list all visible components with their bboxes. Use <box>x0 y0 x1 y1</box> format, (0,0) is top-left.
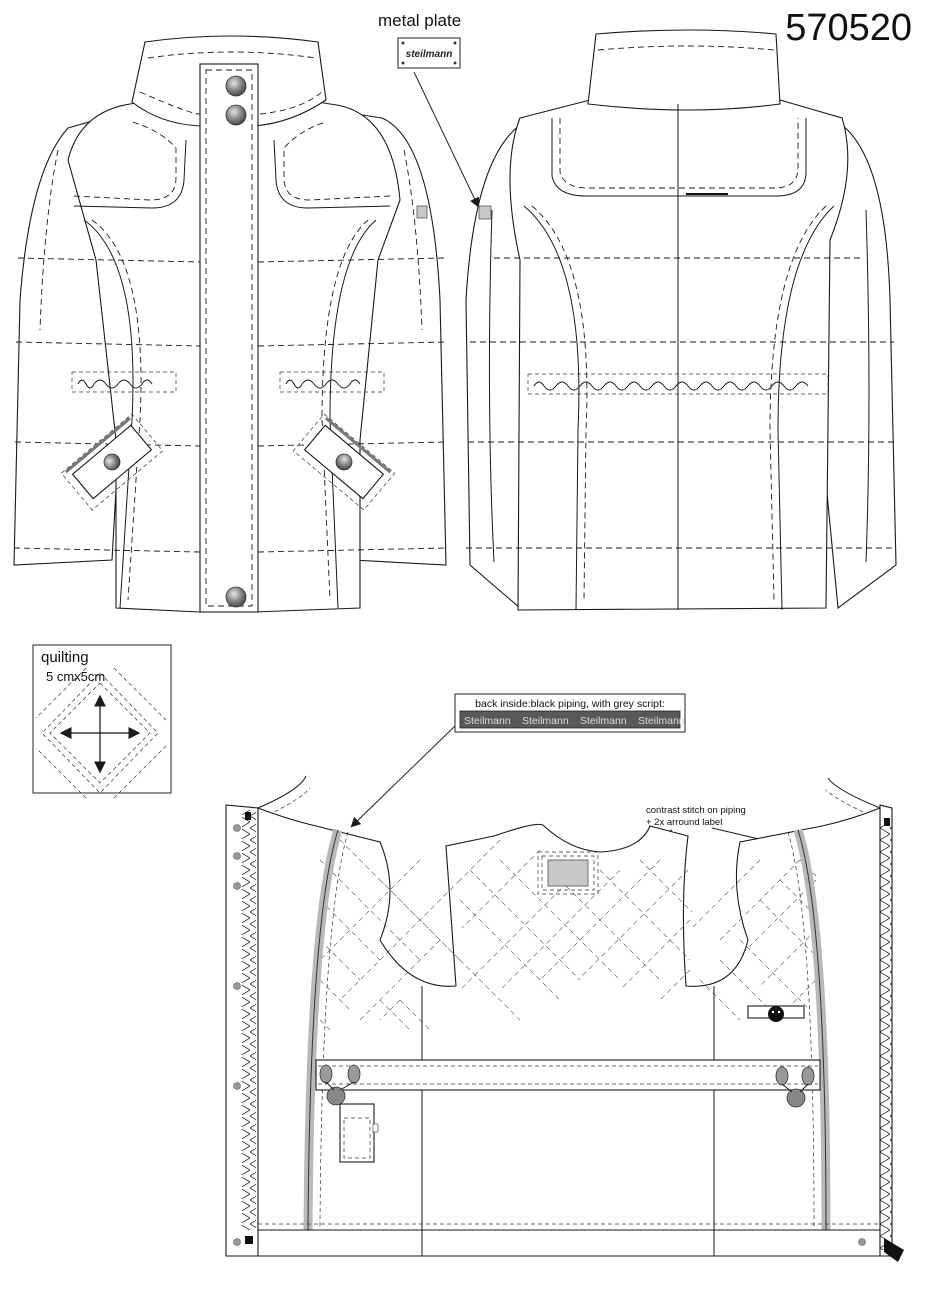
style-number: 570520 <box>785 7 912 49</box>
quilting-title: quilting <box>41 649 89 666</box>
right-cord-stopper <box>775 1066 815 1108</box>
piping-script-2: Steilmann <box>522 715 569 727</box>
inside-view-jacket <box>225 775 904 1262</box>
quilting-size: 5 cmx5cm <box>46 669 105 684</box>
piping-script-4: Steilmann <box>638 715 685 727</box>
front-left-pocket-flap <box>60 413 164 511</box>
front-sleeve-metal-plate <box>416 205 428 219</box>
front-view-jacket <box>13 35 447 613</box>
metal-plate-label: metal plate <box>378 11 461 30</box>
inside-brand-label <box>547 859 589 887</box>
back-view-jacket <box>465 29 897 611</box>
piping-script-3: Steilmann <box>580 715 627 727</box>
quilting-detail-box: quilting 5 cmx5cm <box>32 644 172 799</box>
piping-swatch <box>459 710 681 729</box>
front-snap-button-top <box>225 75 247 97</box>
piping-caption: back inside:black piping, with grey scri… <box>475 698 665 710</box>
metal-plate-callout: metal plate steilmann <box>378 11 480 208</box>
left-cord-stopper <box>319 1064 361 1106</box>
contrast-stitch-line1: contrast stitch on piping <box>646 805 746 816</box>
front-snap-button-hem <box>225 586 247 608</box>
hanger-button <box>768 1006 784 1022</box>
front-right-pocket-flap <box>292 413 396 511</box>
piping-callout: back inside:black piping, with grey scri… <box>350 693 686 828</box>
back-sleeve-metal-plate <box>478 205 492 220</box>
piping-script-1: Steilmann <box>464 715 511 727</box>
metal-plate-brand: steilmann <box>406 49 453 60</box>
front-snap-button-second <box>225 104 247 126</box>
contrast-stitch-line2: + 2x arround label <box>646 817 722 828</box>
inside-pocket <box>339 1103 375 1163</box>
